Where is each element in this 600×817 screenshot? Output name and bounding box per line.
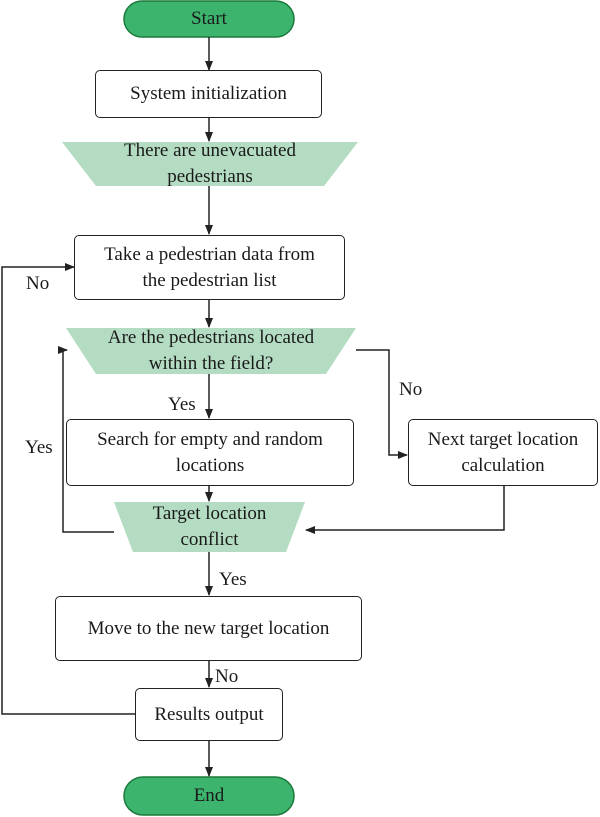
within-field-node: Are the pedestrians located within the f… — [66, 327, 356, 374]
edge-label-yes-within: Yes — [168, 394, 196, 415]
system-initialization-label: System initialization — [130, 83, 287, 104]
within-field-label: Are the pedestrians located within the f… — [107, 327, 315, 374]
edge-output-take-loop — [1, 263, 135, 715]
move-to-target-label: Move to the new target location — [87, 617, 330, 639]
search-locations-label: Search for empty and random locations — [97, 428, 323, 476]
take-pedestrian-data-label: Take a pedestrian data from the pedestri… — [104, 243, 315, 291]
start-label: Start — [191, 8, 227, 29]
target-location-conflict-node: Target location conflict — [114, 502, 305, 552]
edge-label-no-within: No — [399, 379, 423, 400]
end-shape — [123, 776, 295, 816]
edge-label-no-move: No — [215, 666, 239, 687]
unevacuated-shape — [62, 142, 358, 186]
unevacuated-pedestrians-node: There are unevacuated pedestrians — [62, 140, 358, 187]
within-shape — [66, 328, 356, 374]
system-initialization-node: System initialization — [95, 70, 322, 118]
edge-label-no-loop: No — [26, 273, 50, 294]
edge-next-conflict — [305, 486, 505, 534]
unevacuated-pedestrians-label: There are unevacuated pedestrians — [124, 140, 296, 187]
end-label: End — [193, 785, 225, 806]
move-to-target-node: Move to the new target location — [55, 596, 362, 661]
start-node: Start — [124, 1, 294, 37]
next-target-location-node: Next target location calculation — [408, 419, 598, 486]
edge-label-yes-loop: Yes — [25, 437, 53, 458]
edge-conflict-within-loop — [58, 346, 114, 533]
next-target-location-label: Next target location calculation — [427, 428, 579, 476]
edge-within-next — [356, 349, 408, 459]
edge-label-yes-conflict: Yes — [219, 569, 247, 590]
results-output-node: Results output — [135, 688, 283, 741]
search-locations-node: Search for empty and random locations — [66, 419, 354, 486]
take-pedestrian-data-node: Take a pedestrian data from the pedestri… — [74, 235, 345, 300]
results-output-label: Results output — [154, 703, 264, 725]
conflict-shape — [114, 502, 305, 552]
end-node: End — [124, 777, 294, 815]
target-location-conflict-label: Target location conflict — [152, 503, 267, 550]
